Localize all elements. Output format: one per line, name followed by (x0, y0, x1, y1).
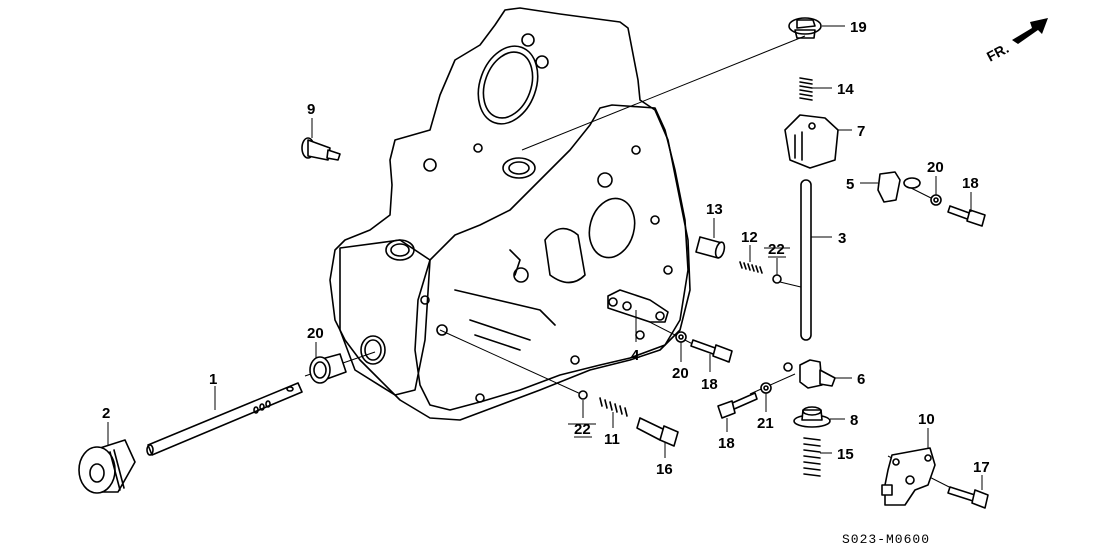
part-21-oil-seal (309, 353, 347, 384)
part-4-arm (607, 289, 669, 323)
part-1-shaft (146, 382, 303, 456)
part-17-bolt (947, 486, 989, 509)
callout-20c: 21 (757, 415, 774, 432)
callout-labels: 19 14 7 3 5 20 18 13 12 22 4 20 18 6 8 2… (102, 19, 990, 478)
callout-4: 4 (631, 347, 640, 364)
part-18-bolt-a (947, 205, 986, 227)
callout-17: 17 (973, 459, 990, 476)
callout-20b: 20 (672, 365, 689, 382)
part-20-washer-c (760, 382, 772, 394)
diagram-code: S023-M0600 (842, 532, 930, 547)
part-11-spring (599, 397, 628, 417)
callout-13: 13 (706, 201, 723, 218)
callout-22a: 22 (768, 241, 785, 258)
part-12-spring (739, 261, 763, 274)
callout-5: 5 (846, 176, 854, 193)
part-20-washer-a (930, 194, 942, 206)
fr-label: FR. (984, 40, 1011, 65)
part-2-plug (78, 439, 136, 494)
callout-18c: 18 (718, 435, 735, 452)
part-19-plug (788, 17, 822, 39)
part-18-bolt-c (717, 392, 758, 419)
callout-22b: 22 (574, 421, 591, 438)
front-direction-indicator: FR. (984, 18, 1048, 65)
callout-7: 7 (857, 123, 865, 140)
callout-18b: 18 (701, 376, 718, 393)
callout-1: 1 (209, 371, 217, 388)
callout-21: 20 (307, 325, 324, 342)
callout-6: 6 (857, 371, 865, 388)
part-13-collar (695, 236, 726, 259)
part-20-washer-b (675, 331, 687, 343)
part-6-lever (783, 359, 836, 389)
part-22-ball-b (578, 390, 588, 400)
callout-14: 14 (837, 81, 854, 98)
callout-2: 2 (102, 405, 110, 422)
part-9-bolt (301, 137, 341, 161)
arrow-icon (1012, 18, 1048, 44)
callout-16: 16 (656, 461, 673, 478)
part-3-shaft (800, 179, 812, 341)
callout-12: 12 (741, 229, 758, 246)
callout-18a: 18 (962, 175, 979, 192)
part-10-bracket (881, 447, 936, 506)
callout-20a: 20 (927, 159, 944, 176)
part-8-seat (793, 406, 831, 428)
callout-11: 11 (604, 431, 620, 448)
callout-8: 8 (850, 412, 858, 429)
part-14-spring (799, 77, 813, 101)
callout-9: 9 (307, 101, 315, 118)
callout-10: 10 (918, 411, 935, 428)
part-15-spring (803, 437, 821, 477)
callout-3: 3 (838, 230, 846, 247)
part-18-bolt-b (690, 339, 733, 363)
callout-ticks (107, 25, 983, 490)
part-16-bolt (636, 417, 679, 447)
clutch-housing (329, 7, 691, 421)
callout-19: 19 (850, 19, 867, 36)
part-22-ball-a (772, 274, 782, 284)
callout-15: 15 (837, 446, 854, 463)
part-7-bracket (784, 114, 839, 169)
part-5-holder (877, 171, 921, 203)
